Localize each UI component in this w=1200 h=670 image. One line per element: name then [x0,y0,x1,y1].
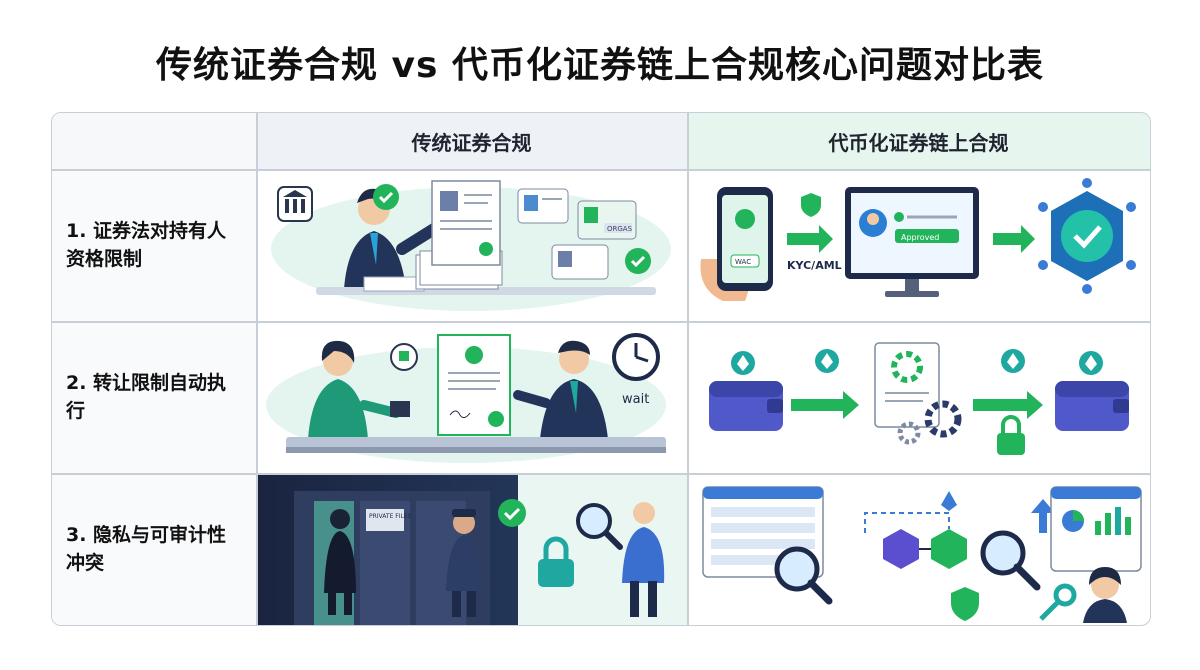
key-icon [1039,583,1077,621]
wallet-card-label: WAC [735,258,751,266]
stamp-icon [390,401,410,417]
gear-icon [924,400,962,438]
guard-illustration [446,509,482,617]
clock-icon [612,333,660,381]
auditor-illustration [622,502,665,617]
row-label-privacy-audit: 3. 隐私与可审计性冲突 [52,473,256,625]
bank-icon [277,186,313,222]
row-label-transfer-restriction: 2. 转让限制自动执行 [52,321,256,473]
shield-lock-icon [951,587,979,621]
header-traditional: 传统证券合规 [256,113,687,169]
token-icon [941,491,957,511]
page-title: 传统证券合规 vs 代币化证券链上合规核心问题对比表 [156,45,1044,86]
magnifier-icon [774,546,833,605]
arrow-icon [791,391,859,419]
magnifier-icon [980,530,1041,591]
illustration-traditional-privacy: PRIVATE FILES [256,473,687,625]
lock-icon [997,415,1025,455]
illustration-tokenized-transfer [687,321,1150,473]
officer-illustration [513,340,608,439]
wait-label: wait [622,392,649,407]
arrow-icon [1031,499,1055,533]
lock-icon [538,536,574,587]
monitor-icon: Approved [845,187,979,297]
header-tokenized: 代币化证券链上合规 [687,113,1150,169]
magnifier-icon [576,503,623,550]
approved-label: Approved [901,233,939,242]
shield-icon [801,193,821,217]
illustration-traditional-transfer: wait [256,321,687,473]
auditor-avatar [1083,567,1127,623]
row-label-text: 3. 隐私与可审计性冲突 [66,524,227,574]
doc-badge: ORGAS [607,225,633,233]
smart-contract-icon [874,342,962,445]
certificate-icon [437,334,511,436]
header-corner [52,113,256,169]
wallet-icon [709,351,783,431]
comparison-table: 传统证券合规 代币化证券链上合规 1. 证券法对持有人资格限制 2. 转让限制自… [51,112,1151,626]
phone-icon: WAC [700,187,773,301]
arrow-icon [787,225,833,253]
id-card-icon: ORGAS [517,188,637,280]
arrow-icon [993,225,1035,253]
private-files-label: PRIVATE FILES [369,513,412,520]
illustration-tokenized-privacy [687,473,1150,625]
document-stack-icon [415,180,503,290]
illustration-tokenized-eligibility: WAC KYC/AML Approved [687,169,1150,321]
blockchain-verify-icon [1038,178,1136,294]
arrow-icon [973,391,1043,419]
person-illustration [324,509,356,615]
kyc-label: KYC/AML [787,259,842,272]
blockchain-blocks-icon [864,491,967,569]
gear-icon [897,421,921,445]
analytics-window-icon [1050,486,1142,572]
illustration-traditional-eligibility: ORGAS [256,169,687,321]
clerk-illustration [308,340,410,439]
row-label-text: 1. 证券法对持有人资格限制 [66,220,227,270]
row-label-text: 2. 转让限制自动执行 [66,372,227,422]
check-icon [498,499,526,527]
row-label-holder-eligibility: 1. 证券法对持有人资格限制 [52,169,256,321]
wallet-icon [1055,351,1129,431]
